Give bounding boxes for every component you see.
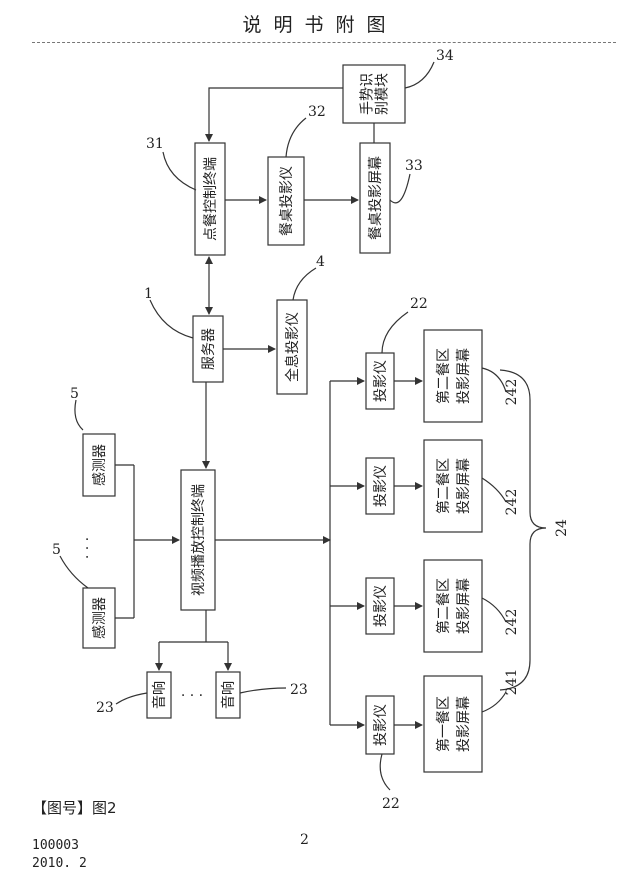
zone-screen-label-1: 第二餐区投影屏幕 bbox=[435, 348, 472, 404]
leader-242-1 bbox=[481, 367, 507, 393]
ref-33: 33 bbox=[405, 158, 423, 174]
ref-23-right: 23 bbox=[290, 682, 308, 698]
ref-4: 4 bbox=[316, 254, 325, 270]
ref-34: 34 bbox=[436, 48, 454, 64]
zone-screen-box-4 bbox=[423, 675, 483, 773]
projector-label-2: 投影仪 bbox=[373, 465, 389, 507]
leader-31 bbox=[162, 151, 197, 191]
leader-1 bbox=[149, 299, 194, 339]
speaker-box-right bbox=[215, 671, 241, 719]
ref-5-top: 5 bbox=[70, 386, 79, 402]
server-label: 服务器 bbox=[201, 328, 217, 370]
leader-32 bbox=[285, 117, 307, 158]
projector-box-3 bbox=[365, 577, 395, 635]
ref-22-top: 22 bbox=[410, 296, 428, 312]
leader-241 bbox=[481, 691, 507, 713]
leader-34 bbox=[404, 61, 435, 89]
page-header-title: 说明书附图 bbox=[242, 14, 398, 36]
ref-23-left: 23 bbox=[96, 700, 114, 716]
video-terminal-box bbox=[180, 469, 216, 611]
leader-33 bbox=[389, 173, 411, 204]
zone-screen-box-2 bbox=[423, 439, 483, 533]
zone-screen-box-1 bbox=[423, 329, 483, 423]
leader-4 bbox=[292, 267, 317, 301]
video-terminal-label: 视频播放控制终端 bbox=[191, 484, 207, 596]
table-projector-label: 餐桌投影仪 bbox=[279, 166, 295, 236]
sensor-box-bottom bbox=[82, 587, 116, 649]
gesture-module-box bbox=[342, 64, 406, 124]
brace-24 bbox=[499, 369, 547, 691]
table-screen-box bbox=[359, 142, 391, 254]
table-projector-box bbox=[267, 156, 305, 246]
ordering-terminal-box bbox=[194, 142, 226, 256]
leader-242-3 bbox=[481, 597, 507, 623]
speaker-label-left: 音响 bbox=[151, 681, 168, 709]
ref-32: 32 bbox=[308, 104, 326, 120]
leader-23-right bbox=[239, 687, 287, 694]
document-date: 2010. 2 bbox=[32, 856, 87, 871]
sensor-ellipsis: · · · bbox=[80, 537, 96, 559]
zone-screen-label-3: 第二餐区投影屏幕 bbox=[435, 578, 472, 634]
hologram-label: 全息投影仪 bbox=[284, 312, 301, 382]
projector-label-3: 投影仪 bbox=[373, 585, 389, 627]
zone-screen-box-3 bbox=[423, 559, 483, 653]
projector-label-1: 投影仪 bbox=[373, 360, 389, 402]
figure-caption: 【图号】图2 bbox=[32, 799, 117, 817]
ref-242-3: 242 bbox=[504, 609, 520, 636]
ref-242-2: 242 bbox=[504, 489, 520, 516]
ref-1: 1 bbox=[144, 286, 153, 302]
header-rule bbox=[32, 42, 616, 43]
zone-screen-label-4: 第一餐区投影屏幕 bbox=[435, 696, 472, 752]
sensor-box-top bbox=[82, 433, 116, 497]
gesture-module-label: 手势识别模块 bbox=[360, 73, 391, 115]
projector-box-1 bbox=[365, 352, 395, 410]
speaker-box-left bbox=[146, 671, 172, 719]
projector-label-4: 投影仪 bbox=[373, 704, 389, 746]
page-number: 2 bbox=[300, 832, 309, 848]
zone-screen-label-2: 第二餐区投影屏幕 bbox=[435, 458, 472, 514]
projector-box-4 bbox=[365, 695, 395, 755]
ref-241: 241 bbox=[504, 669, 520, 696]
ref-242-1: 242 bbox=[504, 379, 520, 406]
leader-5-top bbox=[74, 399, 84, 431]
leader-22-top bbox=[381, 311, 409, 354]
speaker-label-right: 音响 bbox=[220, 681, 237, 709]
ref-5-bottom: 5 bbox=[52, 542, 61, 558]
leader-23-left bbox=[115, 692, 148, 705]
ref-22-bottom: 22 bbox=[382, 796, 400, 812]
ref-24: 24 bbox=[554, 519, 570, 537]
ordering-terminal-label: 点餐控制终端 bbox=[203, 157, 219, 241]
table-screen-label: 餐桌投影屏幕 bbox=[368, 156, 384, 240]
leader-5-bottom bbox=[59, 555, 89, 589]
hologram-projector-box bbox=[276, 299, 308, 395]
document-code: 100003 bbox=[32, 838, 79, 853]
speaker-ellipsis: · · · bbox=[181, 688, 203, 704]
line-gesture-to-terminal bbox=[205, 87, 343, 142]
leader-242-2 bbox=[481, 477, 507, 503]
leader-22-bottom bbox=[379, 753, 391, 791]
sensor-label-top: 感测器 bbox=[91, 444, 108, 486]
ref-31: 31 bbox=[146, 136, 164, 152]
sensor-label-bottom: 感测器 bbox=[91, 597, 108, 639]
